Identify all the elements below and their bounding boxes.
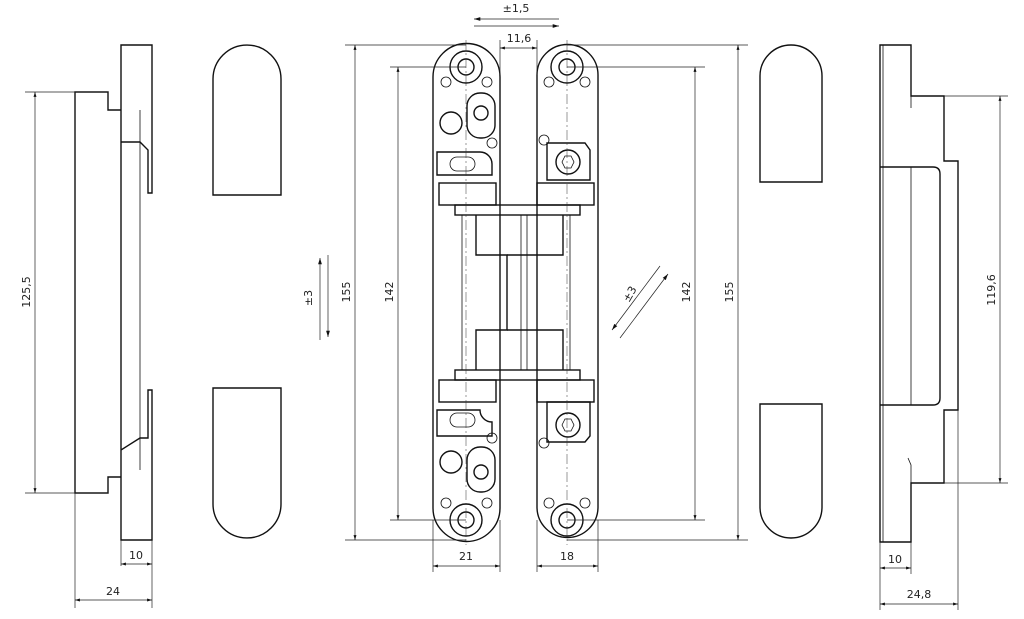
dim-label-24: 24 xyxy=(106,585,120,598)
dim-119-6: 119,6 xyxy=(944,95,1008,484)
dim-label-pm-1-5: ±1,5 xyxy=(503,2,530,15)
dim-label-142-left: 142 xyxy=(383,282,396,303)
dim-label-10-right: 10 xyxy=(888,553,902,566)
dim-label-119-6: 119,6 xyxy=(985,274,998,306)
cover-cap-left-top xyxy=(212,44,282,196)
dim-label-11-6: 11,6 xyxy=(507,32,532,45)
cover-cap-right-bottom xyxy=(759,403,823,539)
right-side-profile xyxy=(879,44,959,543)
cover-cap-right-top xyxy=(759,44,823,183)
dim-label-125-5: 125,5 xyxy=(20,276,33,308)
dim-125-5: 125,5 xyxy=(20,91,108,494)
dim-18: 18 xyxy=(536,520,599,572)
dim-label-pm-3-vertical: ±3 xyxy=(302,290,315,306)
dim-155-left: 155 xyxy=(340,44,466,541)
dim-right-10-24-8: 10 24,8 xyxy=(879,410,959,610)
dim-label-155-left: 155 xyxy=(340,282,353,303)
dim-label-21: 21 xyxy=(459,550,473,563)
dim-label-10-left: 10 xyxy=(129,549,143,562)
dim-left-10-24: 10 24 xyxy=(74,493,153,608)
dim-adjust-depth: ±3 xyxy=(611,265,669,339)
dim-label-155-right: 155 xyxy=(723,282,736,303)
dim-21: 21 xyxy=(432,520,501,572)
hinge-front-view xyxy=(432,40,599,545)
left-leaf xyxy=(432,42,501,543)
dim-adjust-horizontal: ±1,5 xyxy=(474,2,559,28)
dim-label-24-8: 24,8 xyxy=(907,588,932,601)
dim-155-right: 155 xyxy=(567,44,748,541)
dim-label-18: 18 xyxy=(560,550,574,563)
dim-142-left: 142 xyxy=(383,66,466,521)
dim-142-right: 142 xyxy=(567,66,705,521)
dim-adjust-vertical: ±3 xyxy=(302,255,330,340)
cover-cap-left-bottom xyxy=(212,387,282,539)
left-side-profile xyxy=(74,44,153,541)
dim-label-142-right: 142 xyxy=(680,282,693,303)
dim-label-pm-3-depth: ±3 xyxy=(620,284,639,305)
right-leaf xyxy=(536,43,599,539)
dim-11-6: 11,6 xyxy=(499,32,538,75)
